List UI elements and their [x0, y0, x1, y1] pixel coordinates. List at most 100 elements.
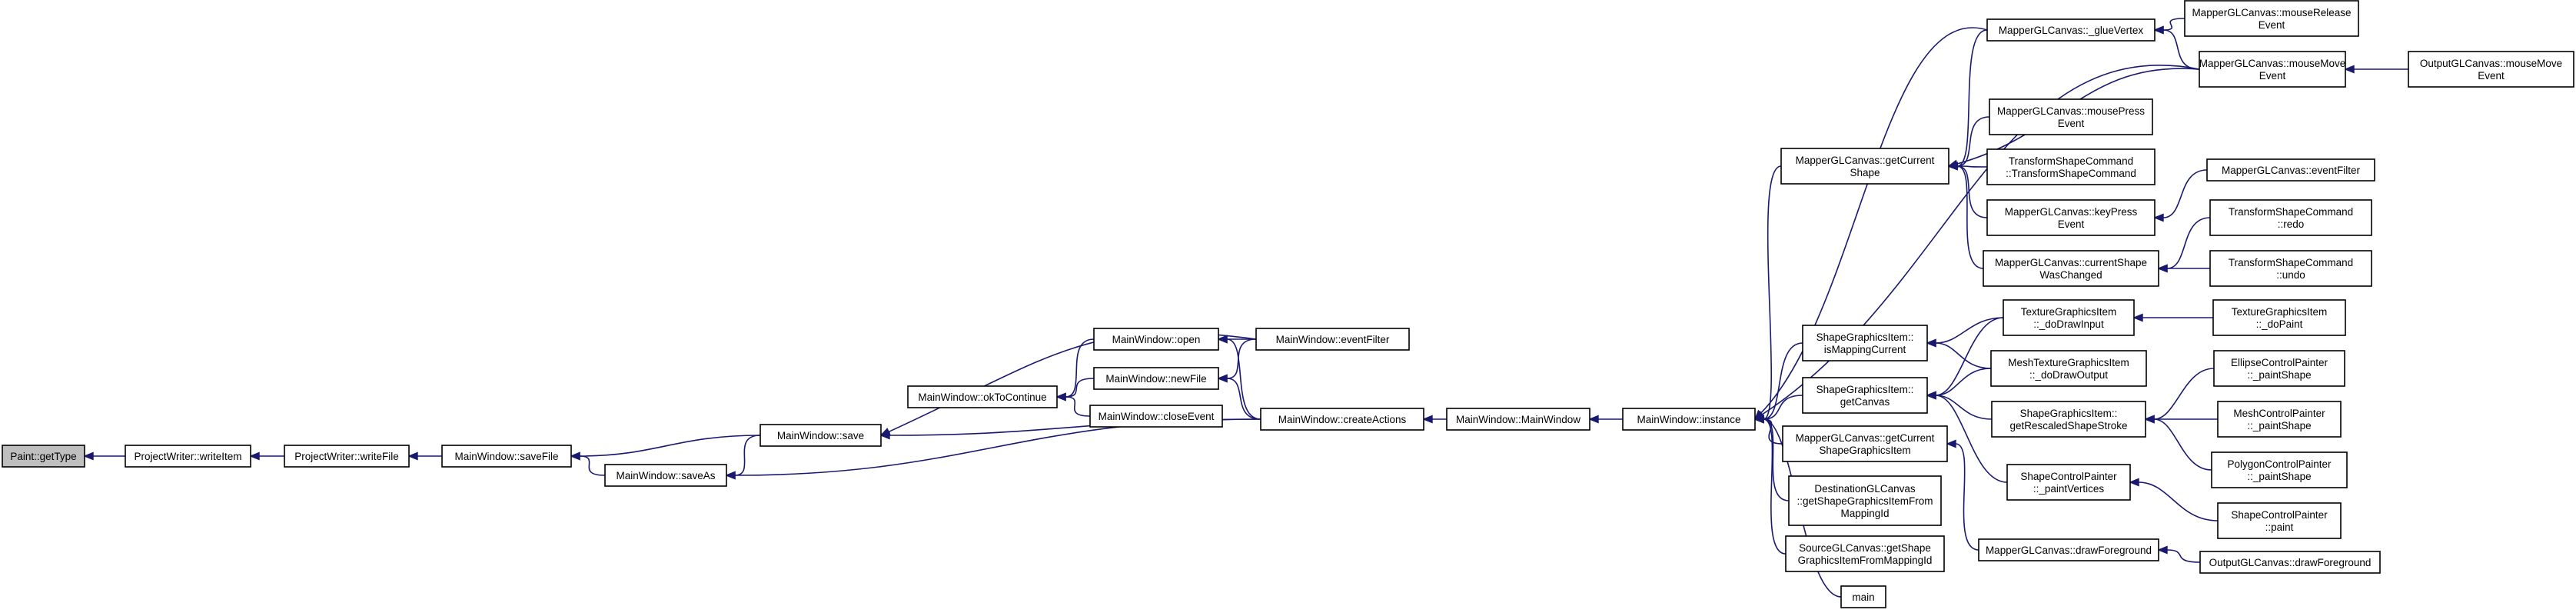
- edge-line: [1935, 317, 2004, 344]
- node-label: ::_paintVertices: [2033, 483, 2105, 495]
- function-node[interactable]: TransformShapeCommand::undo: [2209, 250, 2372, 287]
- function-node[interactable]: ShapeGraphicsItem::isMappingCurrent: [1802, 325, 1928, 361]
- node-label: ::_doDrawOutput: [2029, 369, 2108, 381]
- edge-line: [1763, 418, 1790, 501]
- function-node[interactable]: MapperGLCanvas::_glueVertex: [1986, 18, 2156, 42]
- function-node[interactable]: TransformShapeCommand::redo: [2209, 199, 2372, 236]
- node-label: ::undo: [2276, 269, 2305, 281]
- function-node[interactable]: MainWindow::open: [1093, 328, 1219, 351]
- function-node[interactable]: TransformShapeCommand::TransformShapeCom…: [1986, 148, 2156, 185]
- node-box: [2408, 51, 2574, 88]
- node-box: [1788, 475, 1942, 526]
- node-box: [1089, 405, 1223, 428]
- function-node[interactable]: MainWindow::okToContinue: [907, 385, 1058, 408]
- call-edge: [1055, 392, 1091, 417]
- node-label: MainWindow::eventFilter: [1276, 334, 1390, 345]
- edge-arrowhead: [407, 451, 418, 461]
- node-label: getRescaledShapeStroke: [2009, 420, 2127, 431]
- node-box: [1990, 350, 2147, 387]
- call-edge: [249, 451, 284, 461]
- call-edge: [1947, 29, 1988, 171]
- function-node[interactable]: TextureGraphicsItem::_doDrawInput: [2003, 299, 2135, 336]
- node-label: getCanvas: [1840, 396, 1890, 408]
- function-node[interactable]: ProjectWriter::writeItem: [125, 445, 251, 468]
- node-label: ShapeControlPainter: [2020, 471, 2117, 482]
- node-label: Shape: [1850, 167, 1880, 178]
- function-node[interactable]: DestinationGLCanvas::getShapeGraphicsIte…: [1788, 475, 1942, 526]
- edge-line: [1226, 378, 1261, 420]
- node-label: TextureGraphicsItem: [2232, 306, 2328, 318]
- node-label: MainWindow::save: [777, 430, 864, 441]
- node-box: [1622, 408, 1756, 431]
- edge-line: [1763, 165, 1782, 420]
- function-node[interactable]: SourceGLCanvas::getShapeGraphicsItemFrom…: [1785, 535, 1945, 572]
- node-label: MapperGLCanvas::keyPress: [2005, 206, 2138, 218]
- edge-line: [2166, 217, 2211, 269]
- node-label: ProjectWriter::writeItem: [134, 451, 241, 462]
- function-node[interactable]: MapperGLCanvas::drawForeground: [1978, 538, 2159, 561]
- edge-line: [1956, 165, 1988, 168]
- function-node[interactable]: MainWindow::eventFilter: [1255, 328, 1410, 351]
- edge-line: [1065, 338, 1095, 398]
- function-node[interactable]: MeshControlPainter::_paintShape: [2217, 401, 2342, 438]
- function-node[interactable]: OutputGLCanvas::drawForeground: [2199, 551, 2381, 574]
- node-label: MapperGLCanvas::getCurrent: [1796, 155, 1935, 166]
- function-node[interactable]: MainWindow::saveFile: [441, 445, 572, 468]
- function-node[interactable]: Paint::getType: [2, 445, 85, 468]
- function-node[interactable]: ProjectWriter::writeFile: [284, 445, 410, 468]
- edge-line: [1065, 378, 1095, 398]
- function-node[interactable]: MapperGLCanvas::getCurrentShapeGraphicsI…: [1782, 425, 1948, 462]
- node-label: Paint::getType: [10, 451, 76, 462]
- function-node[interactable]: ShapeControlPainter::_paintVertices: [2006, 464, 2131, 501]
- node-label: MapperGLCanvas::mouseMove: [2199, 58, 2346, 69]
- call-edge: [2153, 25, 2200, 70]
- function-node[interactable]: MainWindow::newFile: [1093, 367, 1219, 390]
- edge-line: [1935, 395, 1993, 420]
- call-edge: [2132, 313, 2214, 322]
- call-edge: [1926, 368, 1992, 400]
- call-edge: [1753, 415, 1787, 555]
- function-node[interactable]: MainWindow::closeEvent: [1089, 405, 1223, 428]
- node-box: [1782, 425, 1948, 462]
- call-edge: [1946, 439, 1979, 551]
- function-node[interactable]: MapperGLCanvas::eventFilter: [2206, 158, 2375, 182]
- function-node[interactable]: MainWindow::instance: [1622, 408, 1756, 431]
- node-box: [1991, 401, 2146, 438]
- node-box: [1802, 325, 1928, 361]
- function-node[interactable]: EllipseControlPainter::_paintShape: [2213, 350, 2345, 387]
- edge-line: [1065, 396, 1091, 417]
- function-node[interactable]: PolygonControlPainter::_paintShape: [2211, 451, 2348, 488]
- edge-line: [1226, 338, 1257, 379]
- node-label: MainWindow::okToContinue: [918, 391, 1046, 403]
- function-node[interactable]: TextureGraphicsItem::_doPaint: [2212, 299, 2346, 336]
- function-node[interactable]: MeshTextureGraphicsItem::_doDrawOutput: [1990, 350, 2147, 387]
- function-node[interactable]: MainWindow::saveAs: [604, 464, 727, 487]
- node-label: MapperGLCanvas::currentShape: [1995, 257, 2147, 268]
- function-node[interactable]: MainWindow::createActions: [1260, 408, 1424, 431]
- node-label: GraphicsItemFromMappingId: [1798, 555, 1933, 566]
- node-label: ShapeGraphicsItem::: [2020, 408, 2118, 419]
- node-box: [1780, 148, 1949, 185]
- function-node[interactable]: ShapeControlPainter::paint: [2217, 502, 2342, 539]
- function-node[interactable]: main: [1840, 585, 1886, 608]
- edge-line: [1763, 418, 1787, 555]
- function-node[interactable]: ShapeGraphicsItem::getRescaledShapeStrok…: [1991, 401, 2146, 438]
- edge-line: [1935, 368, 1992, 396]
- node-box: [1255, 328, 1410, 351]
- edge-line: [1956, 116, 1990, 167]
- node-label: MainWindow::saveAs: [616, 470, 715, 481]
- node-label: TransformShapeCommand: [2229, 257, 2353, 268]
- function-node[interactable]: MainWindow::MainWindow: [1446, 408, 1590, 431]
- call-edge: [1753, 342, 1803, 424]
- node-label: TransformShapeCommand: [2009, 155, 2133, 167]
- function-node[interactable]: ShapeGraphicsItem::getCanvas: [1802, 377, 1928, 414]
- node-label: Event: [2058, 118, 2085, 129]
- function-node[interactable]: MainWindow::save: [760, 424, 882, 447]
